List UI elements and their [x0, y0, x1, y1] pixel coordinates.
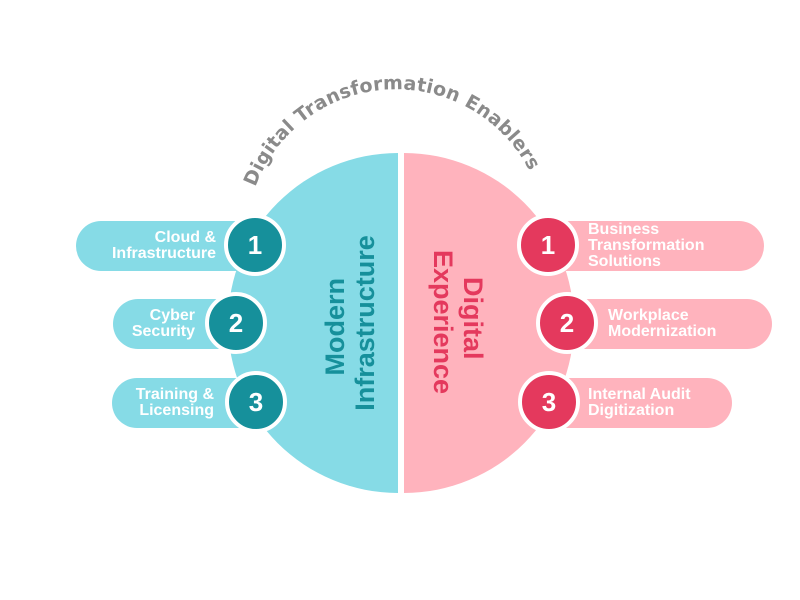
right-heading-line1: Digital [458, 277, 488, 360]
left-heading: Modern Infrastructure [320, 235, 380, 411]
right-item-3-number-badge: 3 [518, 371, 580, 433]
right-item-2-pill: Workplace Modernization [570, 299, 772, 349]
right-heading-line2: Experience [428, 250, 458, 394]
left-item-1-label: Cloud & Infrastructure [111, 229, 216, 262]
right-item-2-label: Workplace Modernization [608, 307, 717, 340]
left-item-3-label: Training & Licensing [135, 386, 214, 419]
right-item-2-number-badge: 2 [536, 292, 598, 354]
right-item-3-label: Internal Audit Digitization [588, 386, 691, 419]
right-heading: Digital Experience [428, 250, 488, 394]
right-item-3-pill: Internal Audit Digitization [550, 378, 732, 428]
left-heading-line1: Modern [320, 278, 350, 376]
left-item-3-number-badge: 3 [225, 371, 287, 433]
left-item-2-label: Cyber Security [131, 307, 195, 340]
left-item-1-pill: Cloud & Infrastructure [76, 221, 256, 271]
left-item-1-number-badge: 1 [224, 214, 286, 276]
right-item-1-number-badge: 1 [517, 214, 579, 276]
right-item-1-label: Business Transformation Solutions [588, 221, 705, 270]
left-heading-line2: Infrastructure [350, 235, 380, 411]
left-item-2-number-badge: 2 [205, 292, 267, 354]
right-item-1-pill: Business Transformation Solutions [550, 221, 764, 271]
